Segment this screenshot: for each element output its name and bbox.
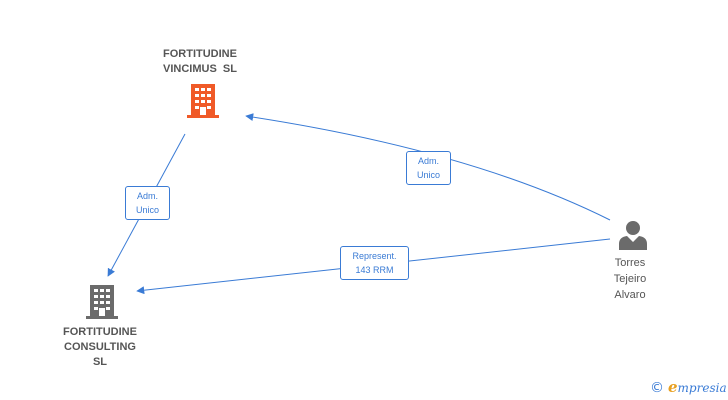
building-icon[interactable]: [187, 84, 219, 118]
building-icon[interactable]: [86, 285, 118, 319]
person-name-line1: Torres: [614, 257, 646, 269]
company-name-line1: FORTITUDINE: [163, 48, 237, 60]
edge-label-line2: Unico: [416, 170, 440, 180]
edge-label-line1: Adm.: [417, 156, 439, 166]
edge-label-line1: Adm.: [136, 191, 158, 201]
person-name-line2: Tejeiro: [613, 273, 647, 285]
edge-label-person-consulting[interactable]: Represent. 143 RRM: [340, 246, 409, 280]
edge-label-person-vincimus[interactable]: Adm. Unico: [406, 151, 451, 185]
brand-name: mpresia: [677, 381, 727, 395]
edge-label-consulting-vincimus[interactable]: Adm. Unico: [125, 186, 170, 220]
company-name-line2: CONSULTING: [64, 341, 136, 353]
edge-label-line2: Unico: [135, 205, 159, 215]
brand-initial: e: [668, 378, 678, 396]
company-name-line1: FORTITUDINE: [63, 326, 137, 338]
company-label-consulting[interactable]: FORTITUDINE CONSULTING SL: [40, 325, 160, 370]
company-label-vincimus[interactable]: FORTITUDINE VINCIMUS SL: [140, 47, 260, 77]
person-icon[interactable]: [618, 220, 648, 250]
person-label[interactable]: Torres Tejeiro Alvaro: [590, 255, 670, 303]
company-name-line3: SL: [92, 356, 108, 368]
company-name-line2: VINCIMUS SL: [163, 63, 237, 75]
person-name-line3: Alvaro: [614, 289, 646, 301]
copyright-icon: ©: [650, 380, 664, 396]
empresia-logo[interactable]: ©empresia: [650, 378, 727, 396]
edge-label-line1: Represent.: [352, 251, 397, 261]
edge-label-line2: 143 RRM: [355, 265, 394, 275]
